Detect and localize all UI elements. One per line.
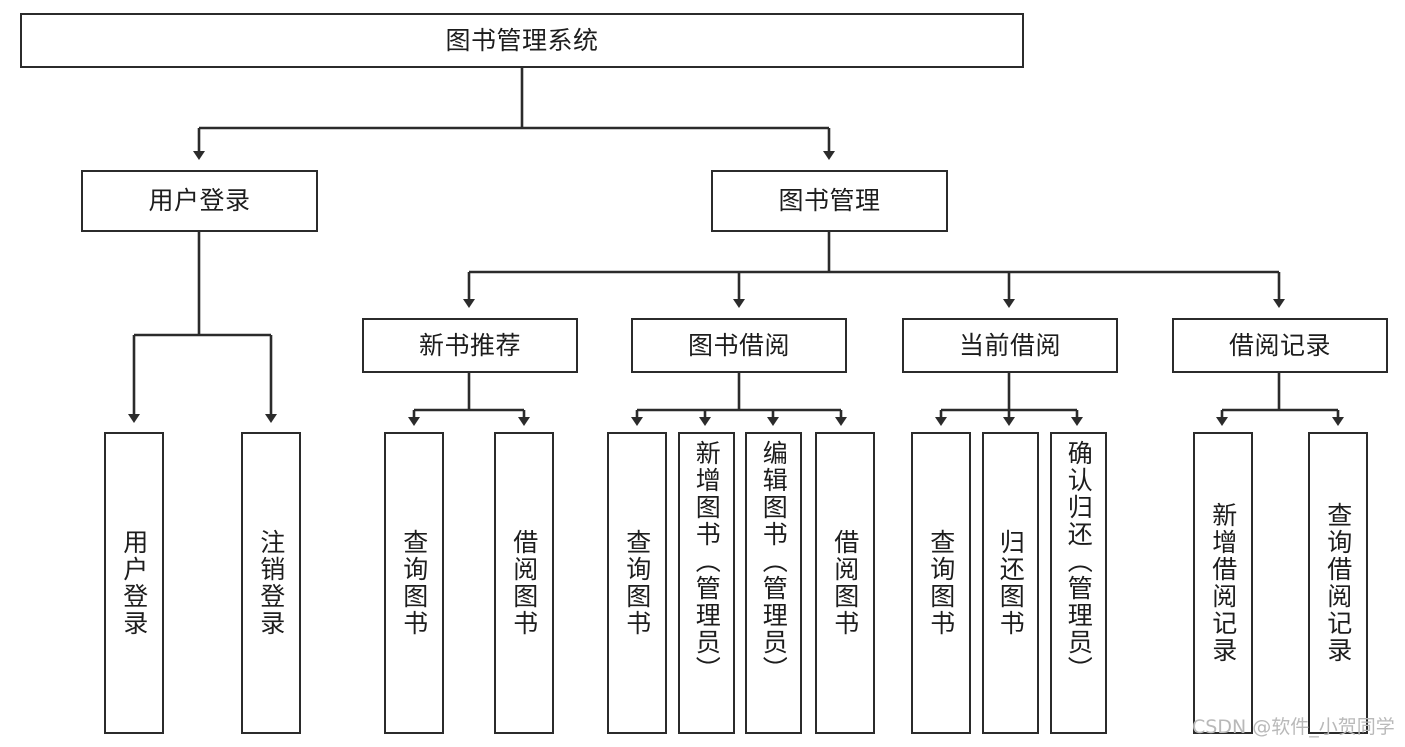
leaf-new-books-query-label: 查询图书 <box>399 529 429 637</box>
leaf-borrow-add-book[interactable]: 新增图书（管理员） <box>678 432 735 734</box>
leaf-current-confirm-return[interactable]: 确认归还（管理员） <box>1050 432 1107 734</box>
node-root-label: 图书管理系统 <box>445 25 599 55</box>
leaf-records-query[interactable]: 查询借阅记录 <box>1308 432 1368 734</box>
leaf-current-return-book-label: 归还图书 <box>996 529 1026 637</box>
node-new-book-recommend[interactable]: 新书推荐 <box>362 318 578 373</box>
leaf-borrow-query-book-label: 查询图书 <box>622 529 652 637</box>
leaf-new-books-query[interactable]: 查询图书 <box>384 432 444 734</box>
leaf-user-login[interactable]: 用户登录 <box>104 432 164 734</box>
leaf-new-books-borrow-label: 借阅图书 <box>509 529 539 637</box>
node-book-management[interactable]: 图书管理 <box>711 170 948 232</box>
leaf-records-add[interactable]: 新增借阅记录 <box>1193 432 1253 734</box>
leaf-user-logout[interactable]: 注销登录 <box>241 432 301 734</box>
node-current-borrow[interactable]: 当前借阅 <box>902 318 1118 373</box>
leaf-records-query-label: 查询借阅记录 <box>1323 502 1353 664</box>
node-book-management-label: 图书管理 <box>778 186 881 216</box>
watermark-text: CSDN @软件_小贺同学 <box>1192 716 1395 738</box>
leaf-new-books-borrow[interactable]: 借阅图书 <box>494 432 554 734</box>
leaf-borrow-query-book[interactable]: 查询图书 <box>607 432 667 734</box>
node-borrow-records[interactable]: 借阅记录 <box>1172 318 1388 373</box>
node-book-borrow[interactable]: 图书借阅 <box>631 318 847 373</box>
node-root[interactable]: 图书管理系统 <box>20 13 1024 68</box>
node-current-borrow-label: 当前借阅 <box>958 330 1061 360</box>
node-book-borrow-label: 图书借阅 <box>687 330 790 360</box>
leaf-borrow-edit-book-label: 编辑图书（管理员） <box>759 440 789 683</box>
leaf-current-query-book[interactable]: 查询图书 <box>911 432 971 734</box>
node-user-login-label: 用户登录 <box>148 186 251 216</box>
leaf-borrow-edit-book[interactable]: 编辑图书（管理员） <box>745 432 802 734</box>
leaf-current-return-book[interactable]: 归还图书 <box>982 432 1039 734</box>
leaf-user-login-label: 用户登录 <box>119 529 149 637</box>
leaf-borrow-lend-book-label: 借阅图书 <box>830 529 860 637</box>
leaf-current-query-book-label: 查询图书 <box>926 529 956 637</box>
leaf-borrow-lend-book[interactable]: 借阅图书 <box>815 432 875 734</box>
node-borrow-records-label: 借阅记录 <box>1228 330 1331 360</box>
node-user-login[interactable]: 用户登录 <box>81 170 318 232</box>
node-new-book-recommend-label: 新书推荐 <box>418 330 521 360</box>
leaf-user-logout-label: 注销登录 <box>256 529 286 637</box>
leaf-records-add-label: 新增借阅记录 <box>1208 502 1238 664</box>
leaf-borrow-add-book-label: 新增图书（管理员） <box>692 440 722 683</box>
leaf-current-confirm-return-label: 确认归还（管理员） <box>1064 440 1094 683</box>
